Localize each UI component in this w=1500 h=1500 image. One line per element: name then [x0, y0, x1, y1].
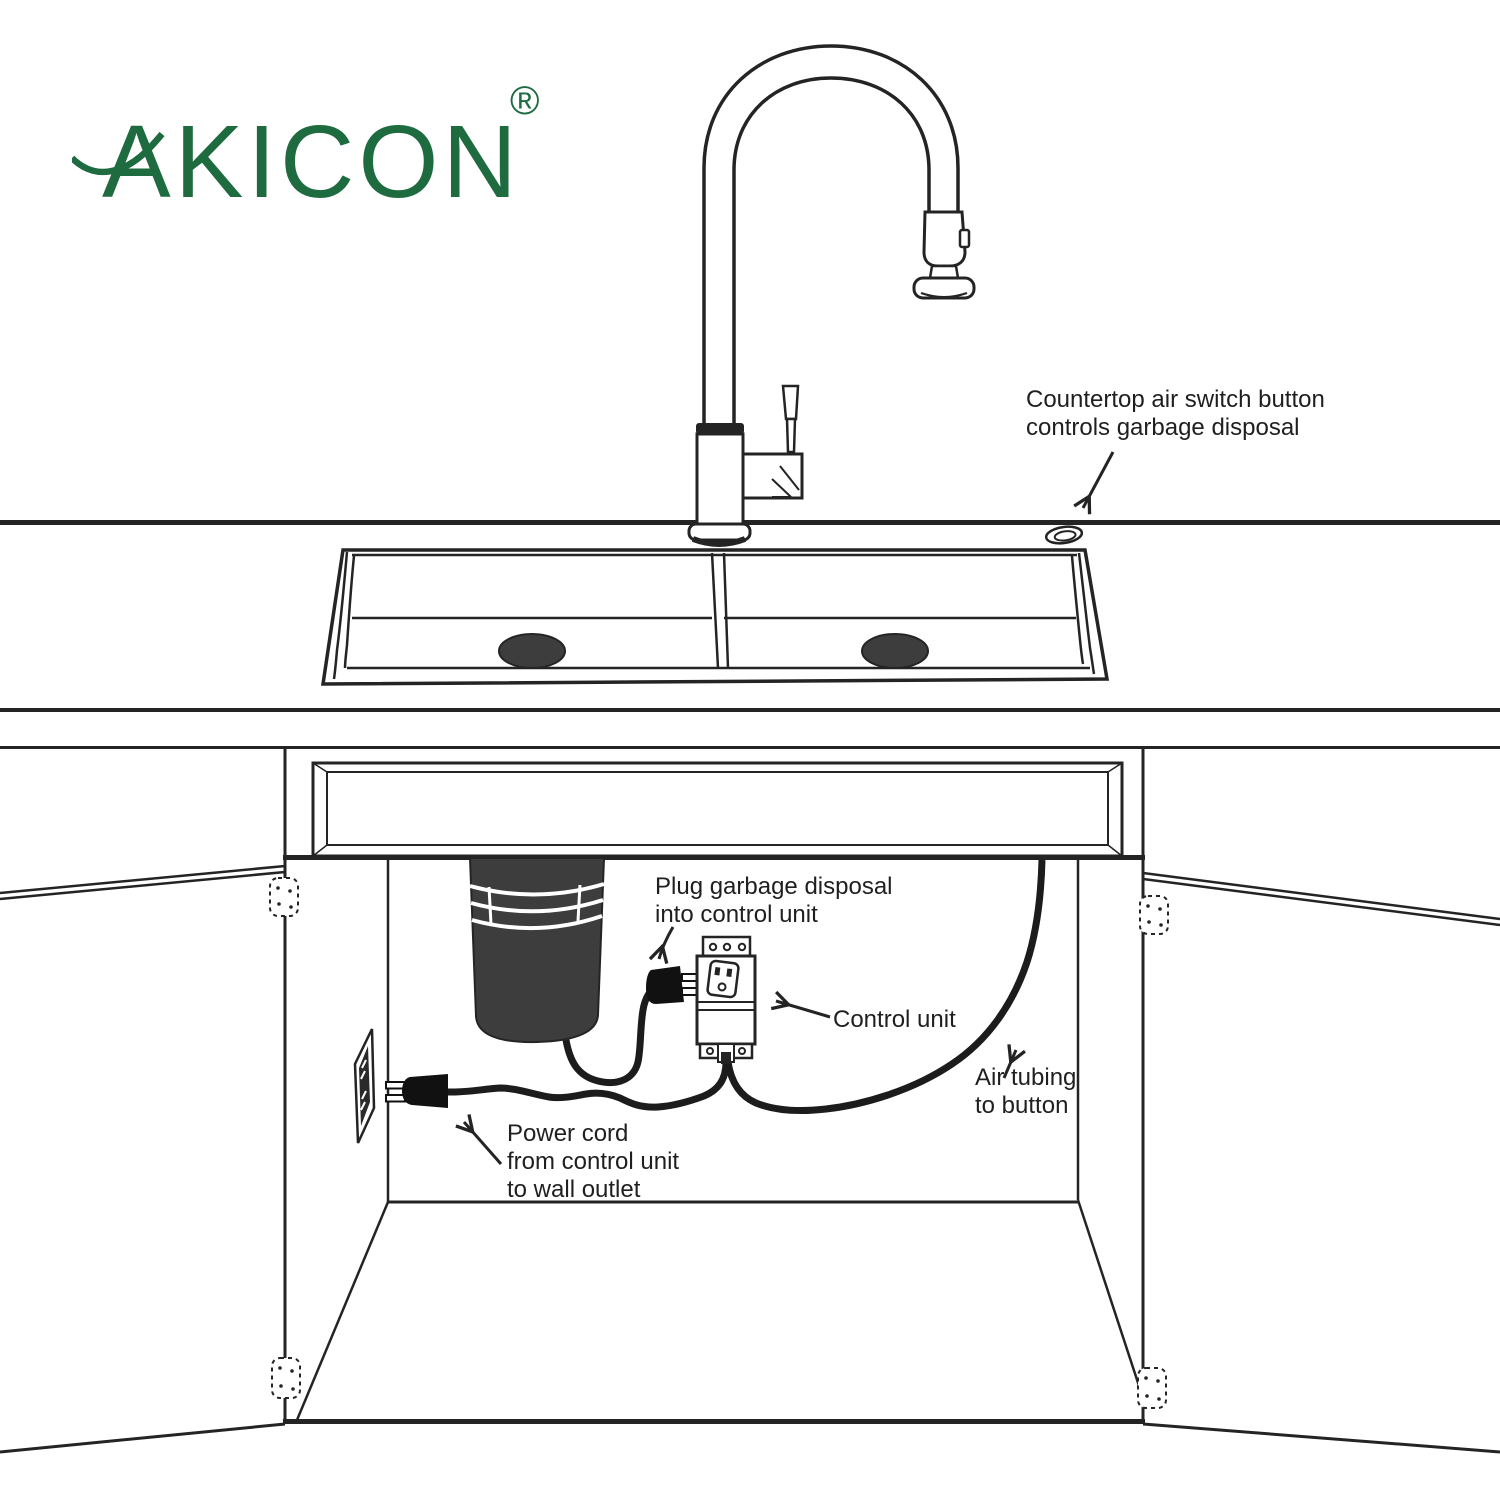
control-unit-box	[695, 935, 757, 1064]
right-drain	[861, 633, 929, 669]
air-switch-arrow	[1083, 451, 1115, 508]
faucet-illustration	[687, 44, 976, 547]
right-cabinet-door	[1142, 871, 1500, 1454]
air-tubing-label: Air tubing to button	[975, 1064, 1077, 1120]
air-tubing	[724, 859, 1046, 1115]
air-switch-label: Countertop air switch button controls ga…	[1026, 386, 1325, 442]
logo-swoosh	[69, 131, 165, 176]
plug-disposal-label: Plug garbage disposal into control unit	[655, 873, 893, 929]
registered-mark: ®	[510, 79, 539, 123]
plug-disposal-arrow	[659, 926, 675, 959]
cabinet-illustration	[0, 746, 1500, 1454]
control-unit-label: Control unit	[833, 1006, 956, 1033]
air-switch-button	[1044, 525, 1084, 545]
power-cord-arrow	[464, 1122, 503, 1165]
garbage-disposal	[468, 857, 606, 1044]
brand-logo: AKICON ®	[69, 70, 572, 220]
wall-outlet	[353, 1028, 376, 1144]
logo-text: AKICON	[102, 104, 521, 219]
annotation-arrows	[464, 451, 1115, 1165]
left-drain	[498, 633, 566, 669]
air-tubing-arrow	[1002, 1050, 1016, 1079]
countertop	[0, 520, 1500, 712]
power-cord-plug	[385, 1061, 730, 1111]
control-unit-arrow	[776, 1001, 831, 1019]
left-cabinet-door	[0, 864, 286, 1454]
power-cord-label: Power cord from control unit to wall out…	[507, 1120, 680, 1204]
hinge-screws	[276, 886, 1163, 1401]
sink-illustration	[320, 548, 1110, 686]
